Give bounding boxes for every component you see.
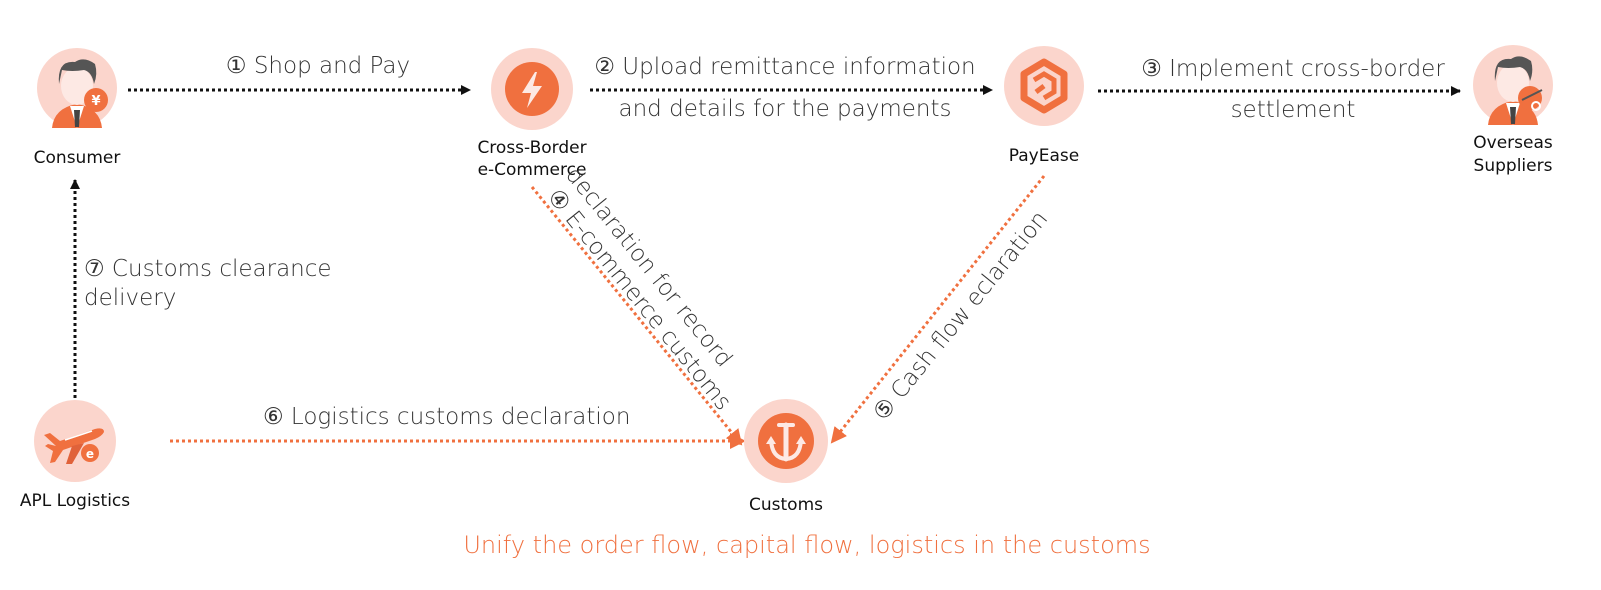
flow-1-label: ① Shop and Pay <box>226 53 410 79</box>
ecommerce-label-line2: e-Commerce <box>478 160 587 180</box>
flow-3-label-line2: settlement <box>1231 97 1356 123</box>
svg-text:¥: ¥ <box>91 94 100 109</box>
flow-6-label: ⑥ Logistics customs declaration <box>263 404 630 430</box>
flow-4-label-line2: declaration for record <box>560 162 737 372</box>
flow-2-label-line2: and details for the payments <box>619 96 952 122</box>
anchor-icon <box>744 399 828 483</box>
suppliers-label-line1: Overseas <box>1473 133 1553 153</box>
flow-7-label-line2: delivery <box>84 285 176 311</box>
suppliers-label-line2: Suppliers <box>1474 156 1553 176</box>
node-cross-border-ecommerce: Cross-Border e-Commerce <box>477 48 587 180</box>
arrow-ecommerce-declaration <box>530 186 743 446</box>
node-customs: Customs <box>744 399 828 515</box>
flow-4-label-line1: ④ E-commerce customs <box>542 184 736 415</box>
consumer-label: Consumer <box>34 148 121 168</box>
arrow-cash-flow-declaration <box>830 175 1046 444</box>
ecommerce-label-line1: Cross-Border <box>477 138 586 158</box>
person-with-yen-icon: ¥ <box>37 48 117 128</box>
footer-caption: Unify the order flow, capital flow, logi… <box>463 531 1150 559</box>
flow-2-label-line1: ② Upload remittance information <box>594 54 975 80</box>
person-with-globe-icon <box>1473 45 1553 125</box>
customs-label: Customs <box>749 495 823 515</box>
node-payease: PayEase <box>1004 46 1084 166</box>
logistics-label: APL Logistics <box>20 491 130 511</box>
payease-label: PayEase <box>1009 146 1079 166</box>
node-overseas-suppliers: Overseas Suppliers <box>1473 45 1553 176</box>
airplane-icon: e <box>34 400 116 482</box>
flow-3-label-line1: ③ Implement cross-border <box>1141 56 1445 82</box>
svg-text:e: e <box>86 447 94 461</box>
flow-5-label: ⑤ Cash flow eclaration <box>868 206 1053 426</box>
node-apl-logistics: e APL Logistics <box>20 400 130 511</box>
payease-logo-icon <box>1004 46 1084 126</box>
flow-7-label-line1: ⑦ Customs clearance <box>84 256 332 282</box>
node-consumer: ¥ Consumer <box>34 48 121 168</box>
lightning-bolt-icon <box>491 48 573 130</box>
